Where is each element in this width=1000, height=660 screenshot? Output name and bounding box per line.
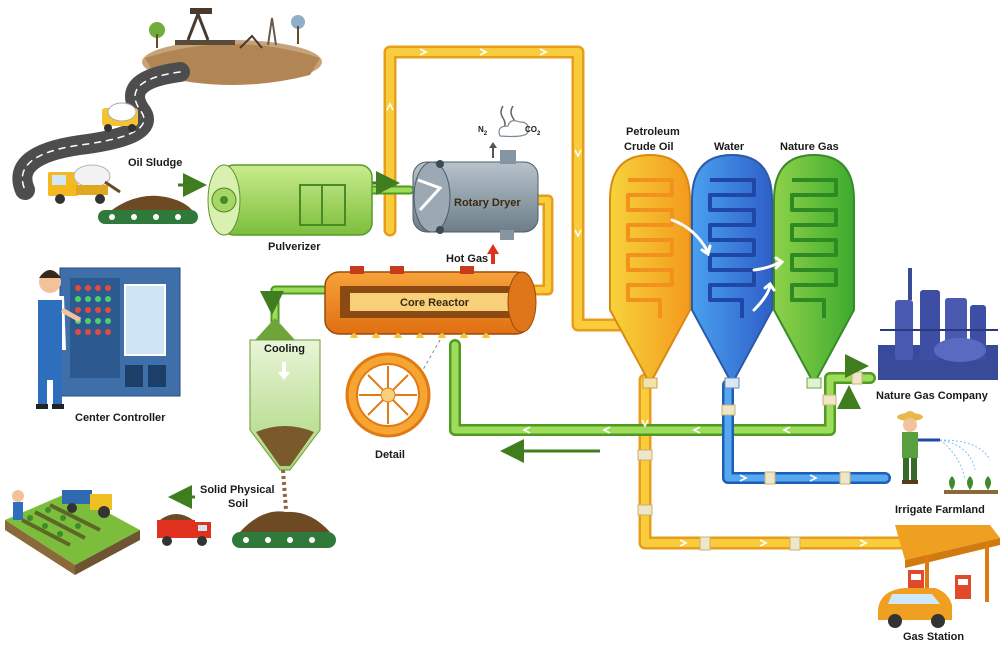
water-pipe <box>722 379 891 484</box>
label-co2-main: CO <box>525 125 537 134</box>
dump-truck-soil-icon <box>157 514 211 546</box>
control-cabinet-icon <box>59 267 181 397</box>
label-gas-station: Gas Station <box>903 631 964 643</box>
label-water: Water <box>714 141 745 153</box>
label-center-controller: Center Controller <box>75 412 166 424</box>
exhaust-gas <box>489 105 529 158</box>
label-solid-physical: Solid Physical <box>200 484 275 496</box>
pipe-couplings <box>637 371 863 551</box>
label-core-reactor: Core Reactor <box>400 297 470 309</box>
label-pulverizer: Pulverizer <box>268 241 321 253</box>
road <box>12 62 190 200</box>
soil-conveyor <box>232 511 336 548</box>
detail-wheel-icon <box>345 339 441 438</box>
label-oil-sludge: Oil Sludge <box>128 157 182 169</box>
label-hot-gas: Hot Gas <box>446 253 488 265</box>
label-co2-sub: 2 <box>537 131 541 137</box>
label-n2-sub: 2 <box>484 131 488 137</box>
label-n2: N2 <box>478 125 488 137</box>
farm-icon <box>5 490 140 575</box>
pulverizer <box>207 164 373 236</box>
hot-gas-arrow <box>487 244 499 264</box>
car-icon <box>878 588 952 628</box>
cooling-tower <box>249 318 321 511</box>
dump-truck-icon <box>48 164 121 204</box>
crude-oil-tank <box>609 153 691 389</box>
label-irrigate-farmland: Irrigate Farmland <box>895 504 985 516</box>
label-detail: Detail <box>375 449 405 461</box>
water-tank <box>691 153 773 389</box>
rotary-dryer <box>412 150 539 240</box>
label-cooling: Cooling <box>264 343 305 355</box>
core-reactor <box>324 266 537 338</box>
pipe-direction-ticks <box>386 48 868 547</box>
label-soil: Soil <box>228 498 248 510</box>
label-rotary-dryer: Rotary Dryer <box>454 197 521 209</box>
cement-truck-icon <box>102 102 138 132</box>
label-nature-gas: Nature Gas <box>780 141 839 153</box>
refinery-icon <box>878 268 998 380</box>
label-co2: CO2 <box>525 125 541 137</box>
oil-sludge-conveyor <box>98 195 198 224</box>
label-crude-oil: Crude Oil <box>624 141 674 153</box>
operator-icon <box>34 270 82 409</box>
flow-arrows <box>168 171 869 509</box>
tank-transfer-arrows <box>670 218 785 312</box>
label-nature-gas-company: Nature Gas Company <box>876 390 989 402</box>
label-n2-main: N <box>478 125 484 134</box>
farmer-icon <box>897 411 998 494</box>
nature-gas-tank <box>773 153 855 389</box>
label-petroleum: Petroleum <box>626 126 680 138</box>
